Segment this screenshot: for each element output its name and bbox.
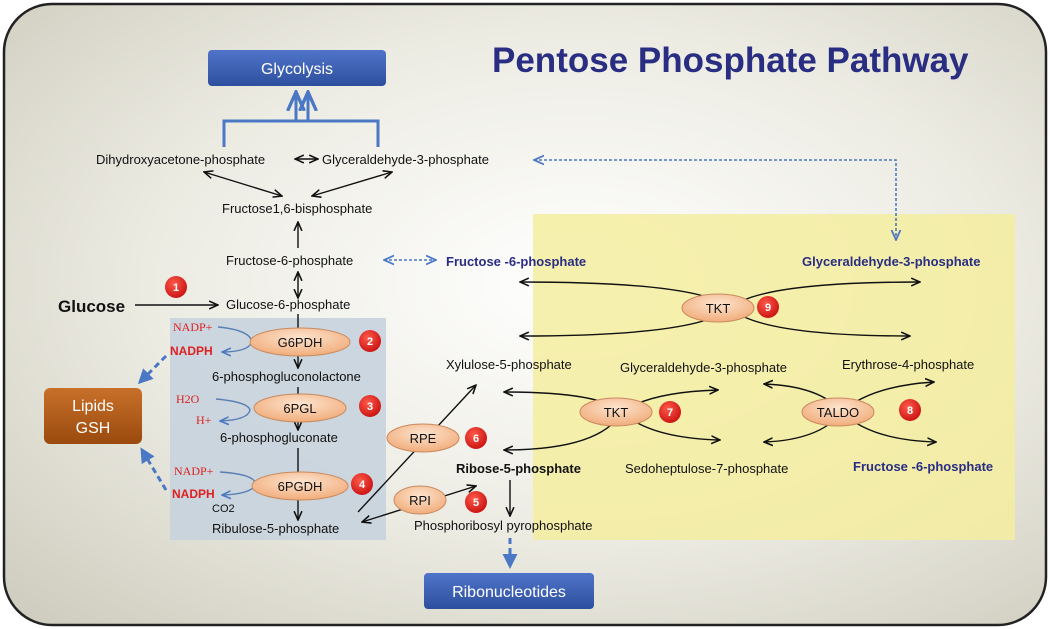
lipids-gsh-box <box>44 388 142 444</box>
thick-dashed-arrows <box>137 354 518 569</box>
ribonucleotides-box <box>424 573 594 609</box>
ru5p-label: Ribulose-5-phosphate <box>212 521 339 536</box>
enzyme-label: TKT <box>604 405 629 420</box>
co2-label: CO2 <box>212 503 235 515</box>
svg-text:7: 7 <box>667 407 673 419</box>
nadp-plus-2: NADP+ <box>174 464 214 478</box>
yellow-panel <box>533 214 1015 540</box>
f16bp-label: Fructose1,6-bisphosphate <box>222 201 372 216</box>
svg-text:1: 1 <box>173 282 179 294</box>
enzyme-label: RPE <box>410 431 437 446</box>
enzyme-label: RPI <box>409 493 431 508</box>
step-badge-8: 8 <box>899 399 921 421</box>
step-badge-1: 1 <box>165 276 187 298</box>
ribonucleotides-label: Ribonucleotides <box>452 584 566 601</box>
step-badge-3: 3 <box>359 395 381 417</box>
glycolysis-label: Glycolysis <box>261 61 333 78</box>
nadph-1: NADPH <box>170 344 213 358</box>
svg-text:8: 8 <box>907 405 913 417</box>
x5p-label: Xylulose-5-phosphate <box>446 357 572 372</box>
enzyme-taldo: TALDO <box>801 397 875 427</box>
step-badge-9: 9 <box>757 296 779 318</box>
glycolysis-bracket <box>222 92 380 147</box>
g6p-label: Glucose-6-phosphate <box>226 297 350 312</box>
enzyme-label: TKT <box>706 301 731 316</box>
f6p-blue-top-label: Fructose -6-phosphate <box>446 254 586 269</box>
svg-text:9: 9 <box>765 302 771 314</box>
f6p-blue-bottom-label: Fructose -6-phosphate <box>853 459 993 474</box>
r5p-label: Ribose-5-phosphate <box>456 461 581 476</box>
gsh-label: GSH <box>76 420 111 437</box>
glucose-label: Glucose <box>58 297 125 316</box>
f6p-label: Fructose-6-phosphate <box>226 253 353 268</box>
step-badge-2: 2 <box>359 330 381 352</box>
svg-text:3: 3 <box>367 401 373 413</box>
nadp-plus-1: NADP+ <box>173 320 213 334</box>
step-badge-5: 5 <box>465 491 487 513</box>
enzyme-label: G6PDH <box>278 335 323 350</box>
enzyme-tkt-9: TKT <box>681 293 755 323</box>
enzyme-label: TALDO <box>817 405 859 420</box>
nadph-2: NADPH <box>172 487 215 501</box>
glycolysis-box <box>208 50 386 86</box>
enzyme-label: 6PGL <box>283 401 316 416</box>
g3p-label: Glyceraldehyde-3-phosphate <box>322 152 489 167</box>
enzyme-rpi: RPI <box>393 485 447 515</box>
svg-text:4: 4 <box>359 479 366 491</box>
svg-text:2: 2 <box>367 336 373 348</box>
s7p-label: Sedoheptulose-7-phosphate <box>625 461 788 476</box>
h2o-label: H2O <box>176 392 200 406</box>
svg-text:5: 5 <box>473 497 479 509</box>
enzyme-label: 6PGDH <box>278 479 323 494</box>
e4p-label: Erythrose-4-phosphate <box>842 357 974 372</box>
step-badge-6: 6 <box>465 427 487 449</box>
step-badge-7: 7 <box>659 401 681 423</box>
step-badge-4: 4 <box>351 473 373 495</box>
svg-text:6: 6 <box>473 433 479 445</box>
enzyme-6pgdh: 6PGDH <box>251 471 349 501</box>
g3p-blue-top-label: Glyceraldehyde-3-phosphate <box>802 254 980 269</box>
page-title: Pentose Phosphate Pathway <box>492 41 969 80</box>
pgl-label: 6-phosphogluconolactone <box>212 369 361 384</box>
dashed-link-arrows <box>384 160 896 260</box>
enzyme-g6pdh: G6PDH <box>249 327 351 357</box>
enzyme-rpe: RPE <box>386 423 460 453</box>
h-plus-label: H+ <box>196 413 212 427</box>
pg-label: 6-phosphogluconate <box>220 430 338 445</box>
lipids-label: Lipids <box>72 398 114 415</box>
dhap-label: Dihydroxyacetone-phosphate <box>96 152 265 167</box>
enzyme-tkt-7: TKT <box>579 397 653 427</box>
g3p-mid-label: Glyceraldehyde-3-phosphate <box>620 360 787 375</box>
prpp-label: Phosphoribosyl pyrophosphate <box>414 518 593 533</box>
enzyme-6pgl: 6PGL <box>253 393 347 423</box>
